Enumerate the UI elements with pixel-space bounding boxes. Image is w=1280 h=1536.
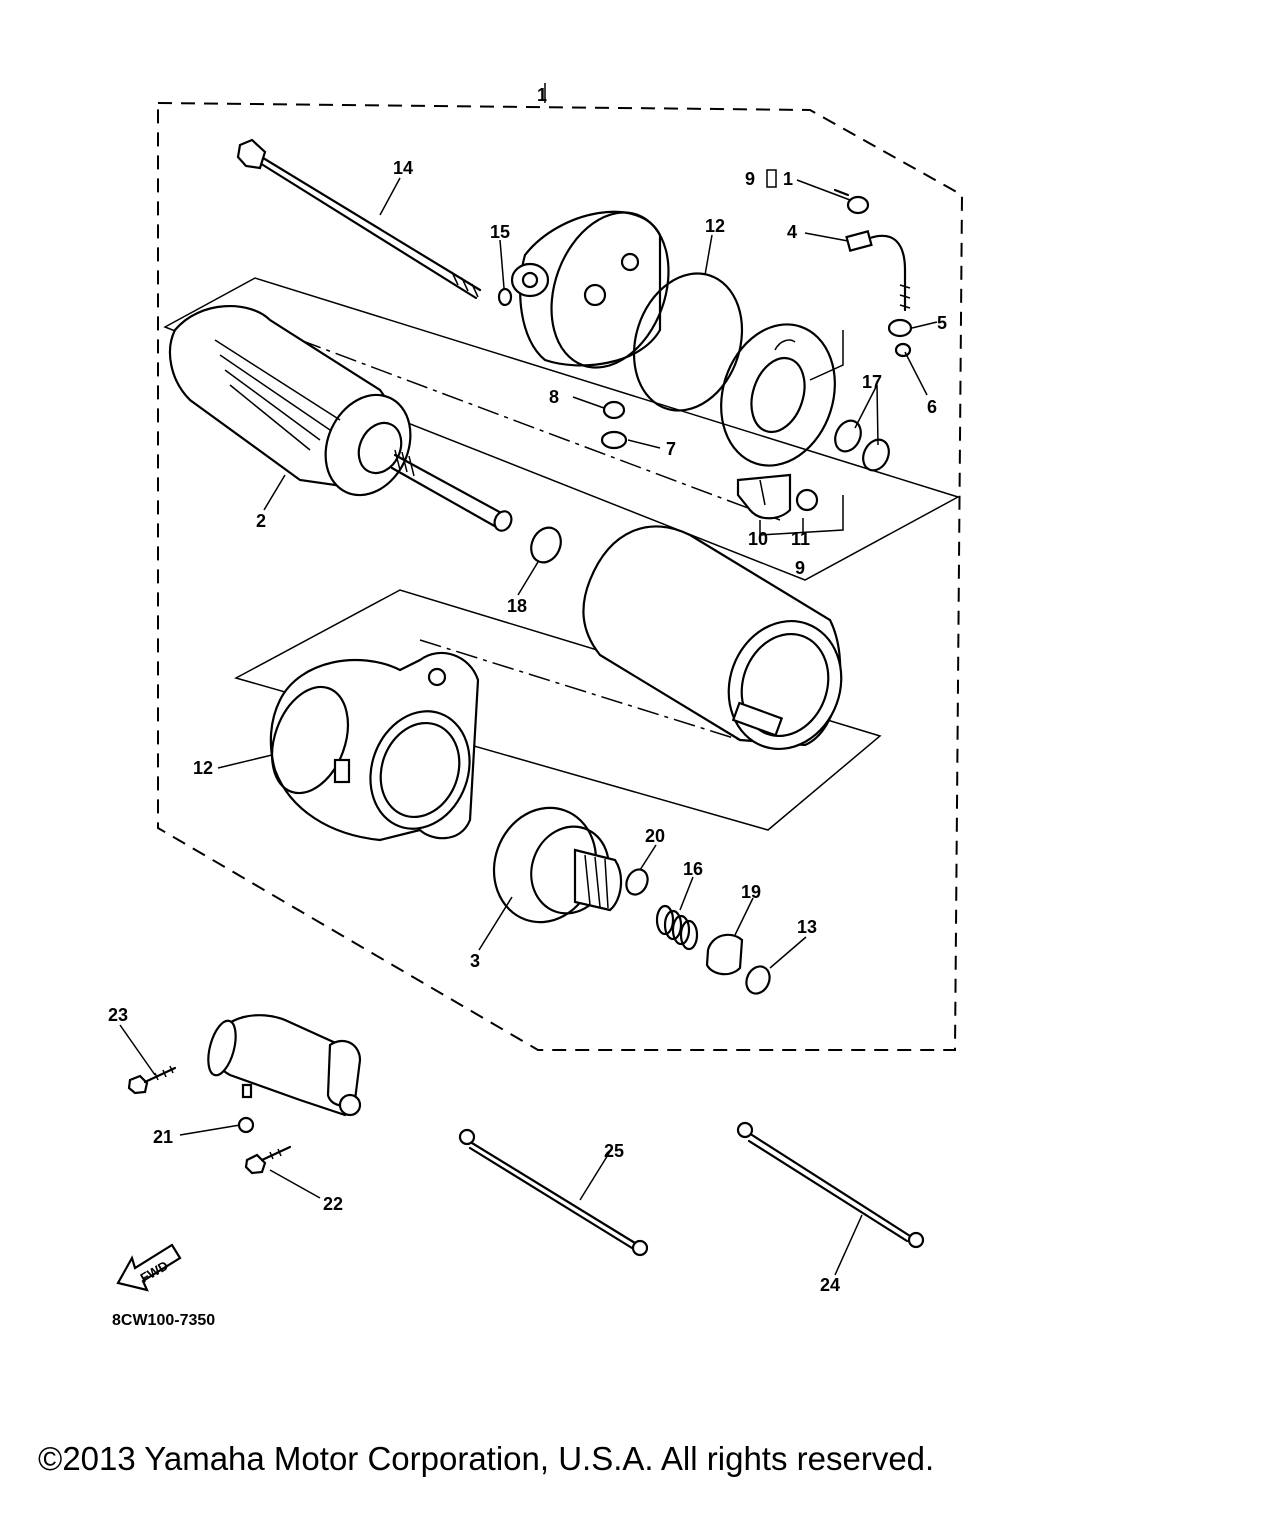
callout-16: 16 [683, 859, 703, 879]
starter-clutch [492, 806, 623, 924]
mounting-bolt-23 [127, 1065, 177, 1095]
yoke [582, 525, 843, 751]
nut-21 [237, 1116, 255, 1134]
thrust-washer [530, 526, 562, 564]
callout-10: 10 [748, 529, 768, 549]
callout-9-bottom: 9 [795, 558, 805, 578]
mounting-bolt-22 [244, 1145, 292, 1175]
callout-7: 7 [666, 439, 676, 459]
callout-6: 6 [927, 397, 937, 417]
callout-20: 20 [645, 826, 665, 846]
callout-1: 1 [537, 85, 547, 105]
diagram-code: 8CW100-7350 [112, 1312, 215, 1329]
circlip [745, 965, 771, 995]
brush-plate [720, 323, 836, 467]
callout-11: 11 [791, 529, 810, 549]
callout-24: 24 [820, 1275, 840, 1295]
stopper-ring [625, 868, 649, 896]
pinion-spring [655, 904, 699, 951]
callout-21: 21 [153, 1127, 173, 1147]
callout-25: 25 [604, 1141, 624, 1161]
washer-pair-a [834, 419, 862, 453]
assembly-boundary [157, 101, 964, 1051]
callout-4: 4 [787, 222, 797, 242]
leader-lines [119, 83, 938, 1276]
screw-terminal [833, 188, 870, 215]
armature [168, 304, 513, 532]
callout-2: 2 [256, 511, 266, 531]
washer-7 [600, 430, 628, 450]
callout-23: 23 [108, 1005, 128, 1025]
gasket-rear [632, 272, 744, 412]
callout-13: 13 [797, 917, 817, 937]
lead-wire-25 [458, 1128, 649, 1257]
brush-holder-slot [759, 479, 766, 506]
callout-15: 15 [490, 222, 510, 242]
housing-plane [234, 589, 882, 831]
collar [705, 933, 744, 976]
washer [894, 342, 912, 358]
through-bolt [236, 138, 482, 300]
front-housing [269, 651, 480, 842]
axis-line-lower [419, 639, 741, 741]
fwd-arrow-icon: FWD [116, 1243, 182, 1292]
callout-12-top: 12 [705, 216, 725, 236]
o-ring [497, 287, 513, 307]
washer-pair-b [862, 438, 890, 472]
callout-14: 14 [393, 158, 413, 178]
callout-19: 19 [741, 882, 761, 902]
callout-3: 3 [470, 951, 480, 971]
rear-end-cover [510, 210, 670, 369]
callout-17: 17 [862, 372, 882, 392]
callout-18: 18 [507, 596, 527, 616]
nut-8 [602, 400, 626, 420]
callout-9-top: 9 [745, 169, 755, 189]
nut [887, 318, 913, 338]
callout-22: 22 [323, 1194, 343, 1214]
axis-line [299, 339, 781, 521]
callout-5: 5 [937, 313, 947, 333]
callout-1-top: 1 [783, 169, 793, 189]
lead-wire-24 [736, 1121, 925, 1249]
bracket-icon [766, 169, 777, 188]
starter-motor-assembled [207, 1014, 362, 1117]
brush-spring [795, 488, 819, 512]
starter-motor-exploded-diagram: FWD 1 14 15 12 9 1 4 5 [108, 83, 964, 1329]
armature-plane [163, 277, 960, 581]
copyright-notice: ©2013 Yamaha Motor Corporation, U.S.A. A… [38, 1440, 935, 1477]
brush-lead [845, 230, 911, 312]
callout-8: 8 [549, 387, 559, 407]
callout-12-left: 12 [193, 758, 213, 778]
